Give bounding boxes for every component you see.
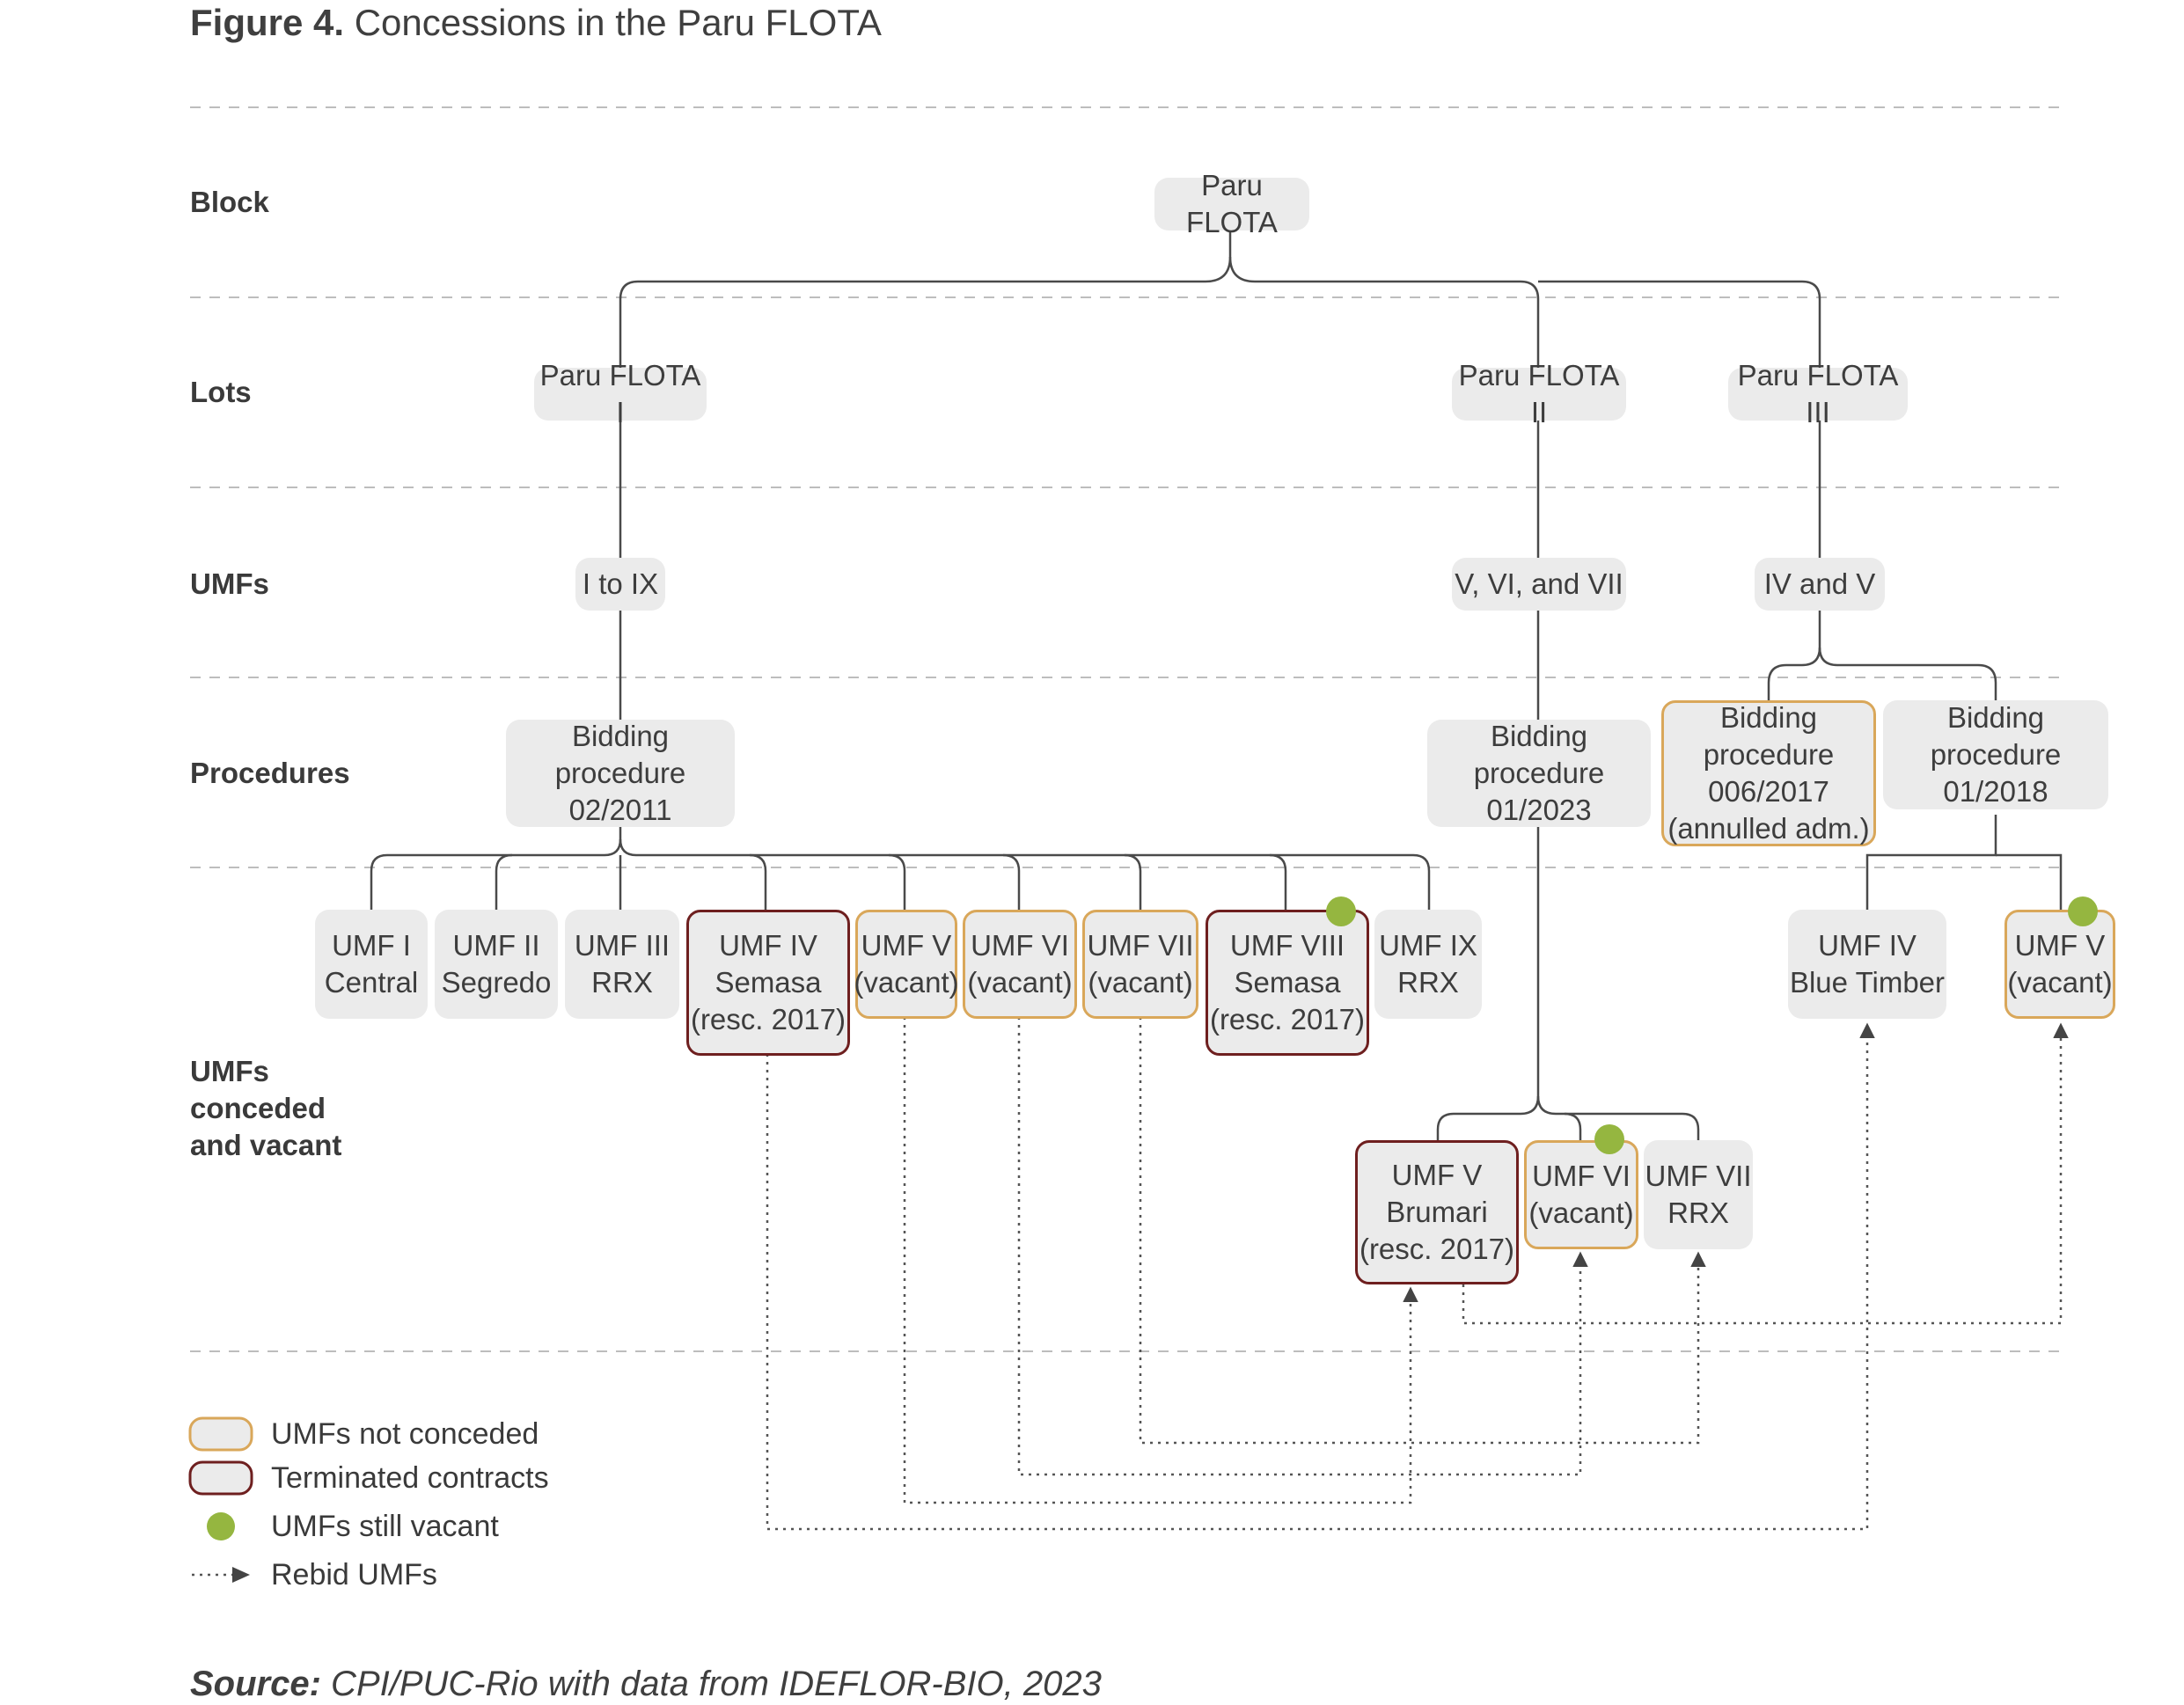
node-label: UMF V (vacant)	[854, 929, 959, 999]
still-vacant-dot	[2068, 896, 2098, 926]
node-label: UMF VII (vacant)	[1087, 929, 1194, 999]
node-umf-ix-rrx[interactable]: UMF IX RRX	[1374, 910, 1482, 1019]
node-label: Bidding procedure 01/2018	[1930, 701, 2062, 808]
rebid-arrows	[766, 1017, 2069, 1531]
node-label: UMF IV Semasa (resc. 2017)	[690, 929, 846, 1035]
node-umf-vi-vacant-lot2[interactable]: UMF VI (vacant)	[1524, 1140, 1638, 1249]
source-label: Source:	[190, 1665, 321, 1703]
row-label-block: Block	[190, 186, 269, 218]
node-label: UMF IV Blue Timber	[1789, 929, 1946, 999]
node-umf-v-vacant-lot3[interactable]: UMF V (vacant)	[2004, 910, 2115, 1019]
node-label: UMF V (vacant)	[2007, 929, 2113, 999]
node-umf-iv-blue-timber[interactable]: UMF IV Blue Timber	[1788, 910, 1946, 1019]
node-label: Paru FLOTA I	[539, 359, 701, 428]
node-procedure-02-2011[interactable]: Bidding procedure 02/2011	[506, 720, 735, 827]
source-note: Source: CPI/PUC-Rio with data from IDEFL…	[190, 1663, 1102, 1705]
node-label: UMF I Central	[324, 929, 419, 999]
node-umf-viii-semasa[interactable]: UMF VIII Semasa (resc. 2017)	[1206, 910, 1369, 1056]
node-label: UMF II Segredo	[441, 929, 552, 999]
node-lot-1[interactable]: Paru FLOTA I	[534, 359, 707, 428]
legend-terminated: Terminated contracts	[271, 1461, 549, 1495]
node-label: UMF VII RRX	[1645, 1160, 1752, 1229]
node-label: UMF VI (vacant)	[1528, 1160, 1634, 1229]
row-separators	[190, 106, 2059, 1352]
node-umf-v-brumari[interactable]: UMF V Brumari (resc. 2017)	[1355, 1140, 1519, 1284]
node-label: Paru FLOTA III	[1737, 359, 1899, 428]
tree-lines	[370, 231, 2063, 1140]
node-umf-i-central[interactable]: UMF I Central	[315, 910, 428, 1019]
node-label: UMF IX RRX	[1379, 929, 1477, 999]
row-label-lots: Lots	[190, 376, 252, 408]
node-umf-v-vacant[interactable]: UMF V (vacant)	[854, 910, 959, 1019]
figure-label: Figure 4.	[190, 2, 345, 43]
node-umf-iii-rrx[interactable]: UMF III RRX	[565, 910, 679, 1019]
node-label: UMF III RRX	[574, 929, 671, 999]
node-label: Paru FLOTA II	[1458, 359, 1620, 428]
node-label: UMF VI (vacant)	[967, 929, 1073, 999]
node-umf-vi-vacant[interactable]: UMF VI (vacant)	[963, 910, 1077, 1019]
node-label: IV and V	[1763, 567, 1876, 600]
node-procedure-01-2023[interactable]: Bidding procedure 01/2023	[1427, 720, 1651, 827]
source-text: CPI/PUC-Rio with data from IDEFLOR-BIO, …	[320, 1665, 1102, 1703]
node-label: UMF V Brumari (resc. 2017)	[1359, 1159, 1515, 1265]
figure-title-text: Concessions in the Paru FLOTA	[354, 2, 882, 43]
legend-samples	[188, 1416, 253, 1583]
node-lot-2[interactable]: Paru FLOTA II	[1452, 359, 1626, 428]
legend-not-conceded: UMFs not conceded	[271, 1417, 539, 1451]
node-umf-iv-semasa[interactable]: UMF IV Semasa (resc. 2017)	[686, 910, 850, 1056]
node-lot-3[interactable]: Paru FLOTA III	[1728, 359, 1908, 428]
node-block[interactable]: Paru FLOTA	[1154, 169, 1309, 238]
node-umfs-3[interactable]: IV and V	[1755, 558, 1885, 611]
node-umf-vii-rrx[interactable]: UMF VII RRX	[1644, 1140, 1753, 1249]
row-label-procedures: Procedures	[190, 757, 350, 789]
node-label: Bidding procedure 006/2017 (annulled adm…	[1667, 701, 1870, 845]
still-vacant-dot	[1594, 1124, 1624, 1154]
node-procedure-006-2017[interactable]: Bidding procedure 006/2017 (annulled adm…	[1661, 700, 1876, 846]
node-label: Bidding procedure 01/2023	[1473, 720, 1605, 826]
node-label: I to IX	[582, 567, 659, 600]
node-label: Bidding procedure 02/2011	[554, 720, 686, 826]
node-label: Paru FLOTA	[1186, 169, 1278, 238]
node-umf-vii-vacant[interactable]: UMF VII (vacant)	[1082, 910, 1198, 1019]
node-umfs-1[interactable]: I to IX	[575, 558, 665, 611]
row-label-conceded: UMFs conceded and vacant	[190, 1055, 342, 1161]
still-vacant-dot	[1326, 896, 1356, 926]
node-label: V, VI, and VII	[1455, 567, 1623, 600]
row-label-umfs: UMFs	[190, 567, 269, 600]
node-umfs-2[interactable]: V, VI, and VII	[1452, 558, 1626, 611]
legend-still-vacant: UMFs still vacant	[271, 1510, 499, 1543]
node-procedure-01-2018[interactable]: Bidding procedure 01/2018	[1883, 700, 2108, 809]
figure-title: Figure 4. Concessions in the Paru FLOTA	[190, 0, 882, 46]
node-umf-ii-segredo[interactable]: UMF II Segredo	[435, 910, 558, 1019]
node-label: UMF VIII Semasa (resc. 2017)	[1209, 929, 1366, 1035]
legend-rebid: Rebid UMFs	[271, 1558, 437, 1592]
